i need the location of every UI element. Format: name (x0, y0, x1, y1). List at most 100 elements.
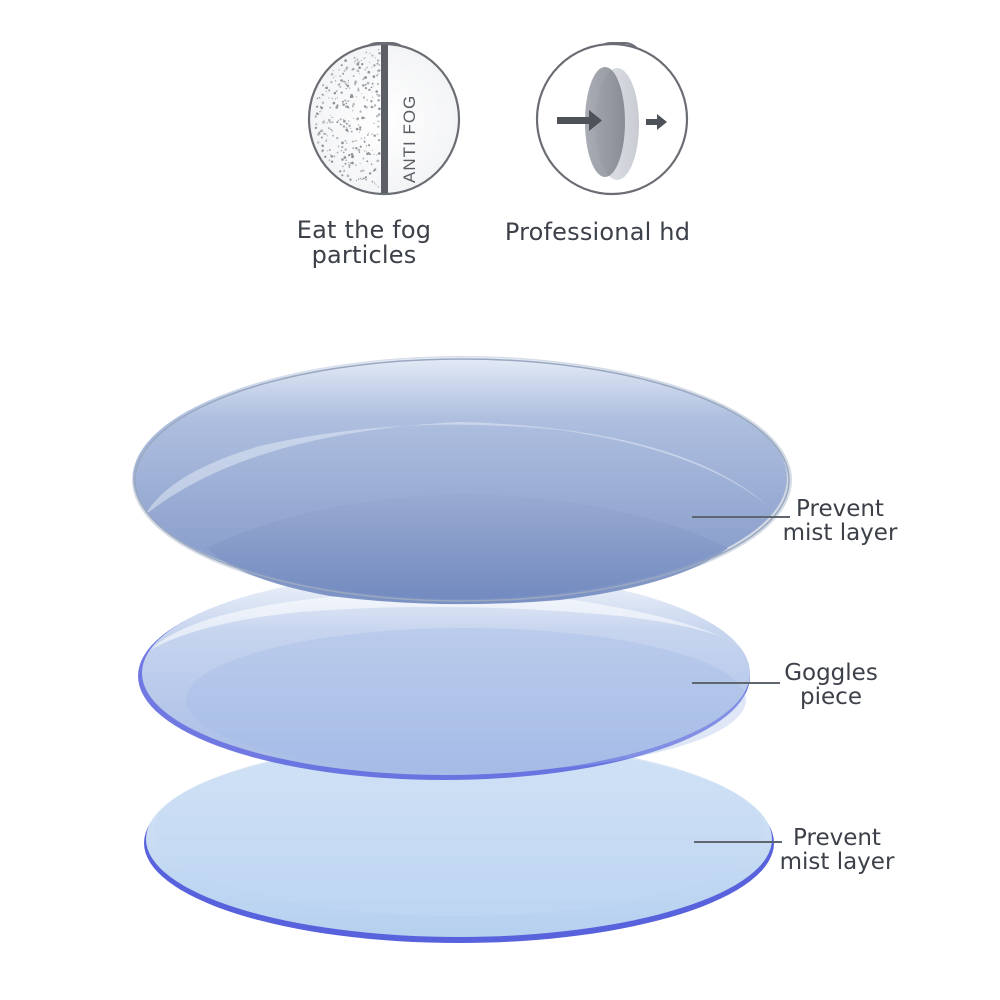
fog-particle (324, 155, 327, 158)
fog-particle (318, 96, 321, 99)
fog-particle (331, 97, 333, 100)
fog-particle (373, 104, 377, 107)
fog-particle (315, 123, 318, 126)
fog-particle (342, 125, 344, 127)
fog-particle (355, 127, 359, 131)
anti-fog-icon: ANTI FOG (307, 42, 461, 196)
fog-particle (352, 117, 355, 119)
fog-particle (363, 105, 367, 108)
fog-particle (368, 132, 370, 134)
fog-particle (359, 177, 362, 180)
fog-particle (319, 110, 321, 113)
label-middle-line2: piece (800, 684, 862, 710)
fog-particle (354, 83, 356, 86)
fog-particle (325, 86, 328, 90)
fog-particle (355, 96, 358, 98)
fog-particle (321, 149, 324, 152)
fog-particle (371, 91, 373, 93)
fog-particle (364, 76, 368, 79)
fog-particle (348, 162, 350, 164)
fog-particle (320, 129, 324, 133)
fog-particle (345, 102, 348, 105)
fog-particle (341, 141, 344, 145)
fog-particle (365, 83, 367, 86)
fog-particle (375, 90, 378, 93)
fog-particle (314, 126, 318, 130)
fog-particle (328, 149, 331, 152)
fog-particle (342, 72, 345, 75)
fog-particle (334, 80, 337, 82)
fog-particle (376, 133, 379, 136)
fog-particle (351, 161, 354, 165)
fog-particle (356, 69, 359, 72)
fog-particle (315, 105, 319, 108)
fog-particle (331, 130, 333, 132)
fog-particle (326, 122, 328, 124)
fog-particle (364, 178, 368, 181)
fog-particle (345, 83, 347, 85)
fog-particle (373, 169, 375, 172)
fog-particle (361, 62, 364, 66)
fog-particle (371, 82, 374, 85)
lens-layer-middle (138, 571, 750, 780)
fog-particle (344, 162, 347, 165)
fog-particle (320, 136, 323, 139)
fog-particle (325, 139, 328, 141)
fog-particle (320, 110, 323, 112)
fog-particle (367, 70, 371, 74)
pointer-lines (692, 516, 790, 843)
anti-fog-caption-line1: Eat the fog (296, 216, 432, 244)
fog-particle (351, 155, 355, 158)
fog-particle (363, 140, 366, 143)
professional-hd-caption: Professional hd (504, 218, 691, 246)
fog-particle (362, 169, 365, 172)
fog-particle (364, 150, 366, 152)
fog-particle (377, 152, 381, 155)
fog-particle (362, 177, 365, 180)
fog-particle (328, 159, 331, 161)
fog-particle (329, 154, 331, 156)
fog-particle (350, 130, 353, 133)
fog-particle (343, 169, 345, 171)
fog-particle (349, 95, 353, 99)
fog-particle (341, 102, 344, 104)
fog-particle (365, 145, 368, 147)
fog-particle (376, 59, 380, 62)
fog-particle (351, 68, 354, 71)
fog-particle (336, 104, 339, 107)
fog-particle (369, 52, 371, 54)
fog-particle (363, 117, 366, 119)
fog-particle (371, 54, 374, 57)
fog-particle (314, 115, 318, 118)
fog-particle (336, 136, 339, 140)
fog-particle (370, 100, 373, 103)
fog-particle (355, 140, 357, 142)
fog-particle (353, 56, 356, 59)
fog-particle (321, 84, 325, 87)
fog-particle (376, 154, 378, 156)
fog-particle (339, 75, 342, 77)
fog-particle (373, 153, 375, 156)
fog-particle (348, 124, 351, 128)
fog-particle (329, 106, 331, 109)
fog-particle (360, 170, 362, 172)
fog-particle (336, 151, 339, 154)
fog-particle (370, 86, 373, 89)
fog-particle (317, 133, 320, 136)
label-top-layer: Prevent mist layer (776, 497, 904, 545)
fog-particle (355, 164, 357, 167)
fog-particle (349, 178, 352, 181)
fog-particle (345, 122, 348, 125)
fog-particle (350, 152, 354, 156)
fog-particle (344, 148, 347, 151)
fog-particle (376, 74, 378, 77)
anti-fog-caption: Eat the fog particles (270, 218, 458, 268)
fog-particle (363, 139, 365, 142)
fog-particle (335, 106, 339, 109)
fog-particle (343, 69, 346, 72)
label-top-line2: mist layer (782, 520, 898, 546)
fog-particle (321, 101, 325, 104)
fog-particle (355, 147, 358, 150)
fog-particle (358, 151, 361, 153)
fog-particle (373, 122, 375, 125)
